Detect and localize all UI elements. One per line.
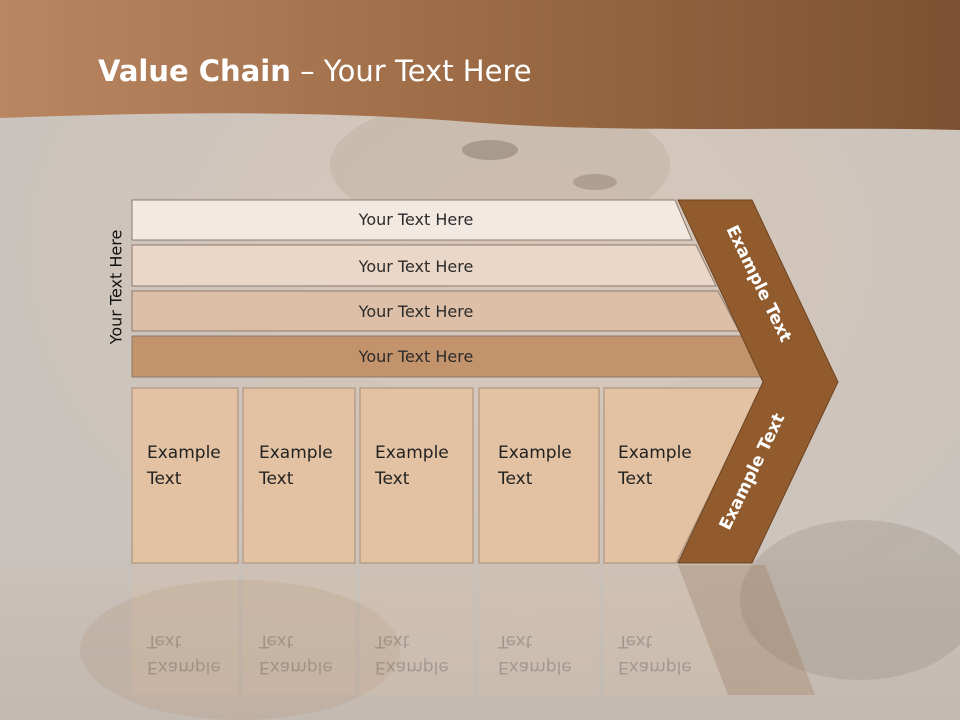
title-rest: – Your Text Here: [290, 54, 532, 88]
reflection-line: Example: [259, 657, 333, 677]
column-label-line1: Example: [498, 443, 572, 463]
column-box[interactable]: [359, 387, 474, 564]
row-label: Your Text Here: [358, 257, 474, 276]
column-label: Example Text: [259, 440, 333, 492]
column-label-line1: Example: [147, 443, 221, 463]
column-label-line1: Example: [375, 443, 449, 463]
reflection-line: Text: [498, 631, 533, 651]
column-label: Example Text: [375, 440, 449, 492]
header-band: [0, 0, 960, 130]
reflection-line: Text: [375, 631, 410, 651]
column-label-reflection: Example Text: [618, 628, 692, 680]
chevron-arrow[interactable]: [677, 199, 839, 564]
column-box[interactable]: [242, 387, 356, 564]
column-label-line2: Text: [498, 469, 533, 489]
column-box[interactable]: [478, 387, 600, 564]
column-label-line1: Example: [259, 443, 333, 463]
column-label-reflection: Example Text: [375, 628, 449, 680]
column-label: Example Text: [618, 440, 692, 492]
column-boxes: [131, 387, 763, 564]
row-bar[interactable]: Your Text Here: [131, 290, 740, 332]
column-box[interactable]: [131, 387, 239, 564]
reflection-line: Example: [375, 657, 449, 677]
column-label-line2: Text: [259, 469, 294, 489]
reflection-line: Example: [618, 657, 692, 677]
row-label: Your Text Here: [358, 302, 474, 321]
reflection-line: Example: [147, 657, 221, 677]
column-label-reflection: Example Text: [498, 628, 572, 680]
column-label: Example Text: [147, 440, 221, 492]
column-label-line2: Text: [375, 469, 410, 489]
reflection-line: Text: [259, 631, 294, 651]
column-label-line2: Text: [618, 469, 653, 489]
row-bar[interactable]: Your Text Here: [131, 335, 764, 378]
row-bar[interactable]: Your Text Here: [131, 199, 693, 241]
column-label: Example Text: [498, 440, 572, 492]
reflection-line: Text: [618, 631, 653, 651]
reflection-line: Example: [498, 657, 572, 677]
reflection-line: Text: [147, 631, 182, 651]
row-bar[interactable]: Your Text Here: [131, 244, 717, 287]
column-reflections: [132, 565, 815, 695]
column-label-line1: Example: [618, 443, 692, 463]
row-label: Your Text Here: [358, 347, 474, 366]
column-box[interactable]: [603, 387, 763, 564]
title-bold: Value Chain: [98, 54, 291, 88]
slide-title: Value Chain – Your Text Here: [98, 54, 532, 88]
column-label-reflection: Example Text: [259, 628, 333, 680]
row-label: Your Text Here: [358, 210, 474, 229]
column-label-reflection: Example Text: [147, 628, 221, 680]
column-label-line2: Text: [147, 469, 182, 489]
